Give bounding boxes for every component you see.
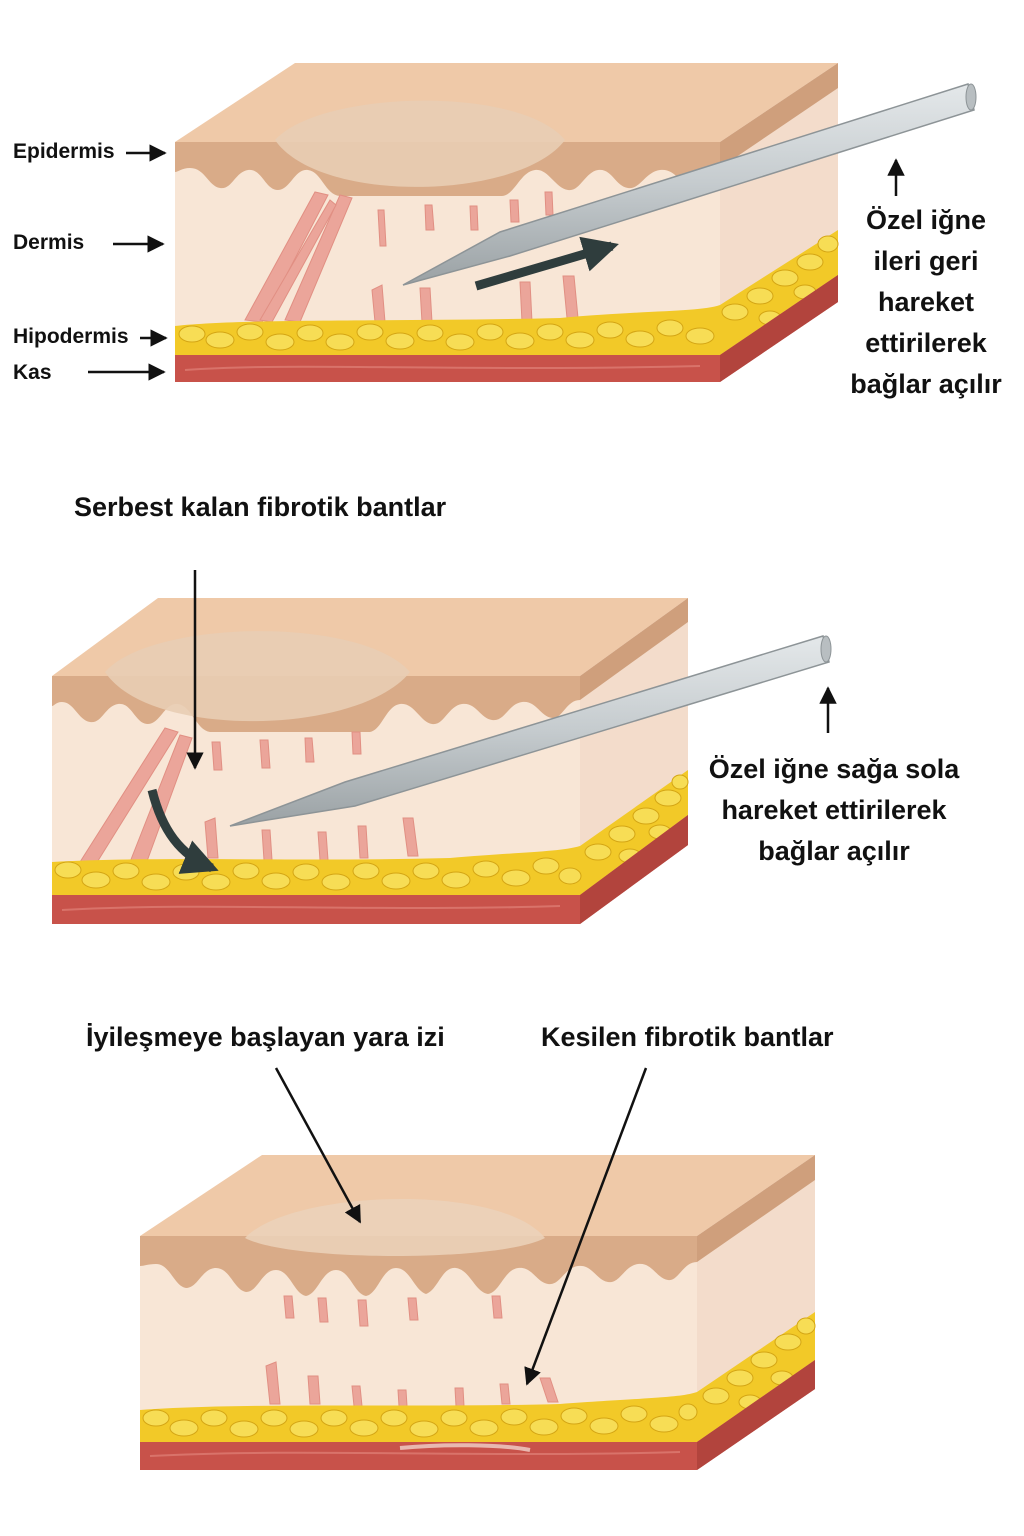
layer-pointers: [88, 144, 905, 381]
label-dermis: Dermis: [13, 231, 85, 254]
cut-fibrotic-bands: [265, 1295, 559, 1407]
panel-3-label-right: Kesilen fibrotik bantlar: [541, 1022, 834, 1052]
note-line: ileri geri: [873, 246, 979, 276]
panel-3-pointers: [274, 1067, 648, 1386]
needle-1: [402, 83, 977, 286]
epidermis-side: [697, 1155, 815, 1262]
muscle-layer: [140, 1360, 815, 1470]
healing-scar: [245, 1198, 545, 1256]
panel-3-skin-block: [140, 1155, 816, 1470]
needle-2: [229, 635, 832, 827]
panel-2-note: Özel iğne sağa sola hareket ettirilerek …: [694, 749, 974, 872]
hypodermis-fat-layer: [140, 1312, 816, 1442]
scar-depression: [105, 631, 410, 722]
epidermis-layer: [140, 1236, 697, 1296]
hypodermis-fat-layer: [175, 230, 839, 355]
scar-depression: [275, 100, 565, 187]
panel-2-skin-block: [52, 598, 832, 924]
label-muscle: Kas: [13, 361, 52, 384]
note-line: bağlar açılır: [758, 836, 910, 866]
fibrotic-bands: [79, 727, 419, 865]
note-line: Özel iğne: [865, 205, 987, 235]
note-line: bağlar açılır: [850, 369, 1002, 399]
forward-back-arrow: [474, 236, 619, 291]
label-epidermis: Epidermis: [13, 140, 115, 163]
muscle-layer: [52, 815, 688, 924]
note-line: Özel iğne sağa sola: [708, 754, 960, 784]
label-hypodermis: Hipodermis: [13, 325, 129, 348]
panel-2-label: Serbest kalan fibrotik bantlar: [74, 492, 447, 522]
note-line: hareket ettirilerek: [721, 795, 947, 825]
muscle-layer: [175, 275, 838, 382]
panel-3-label-left: İyileşmeye başlayan yara izi: [86, 1022, 445, 1052]
epidermis-side: [580, 598, 688, 700]
panel-1-skin-block: [175, 63, 977, 382]
epidermis-side: [720, 63, 838, 168]
panel-2-pointers: [186, 570, 837, 770]
side-to-side-arrow: [147, 788, 219, 874]
note-line: ettirilerek: [865, 328, 987, 358]
note-line: hareket: [877, 287, 975, 317]
panel-1-note: Özel iğne ileri geri hareket ettirilerek…: [836, 200, 1016, 405]
